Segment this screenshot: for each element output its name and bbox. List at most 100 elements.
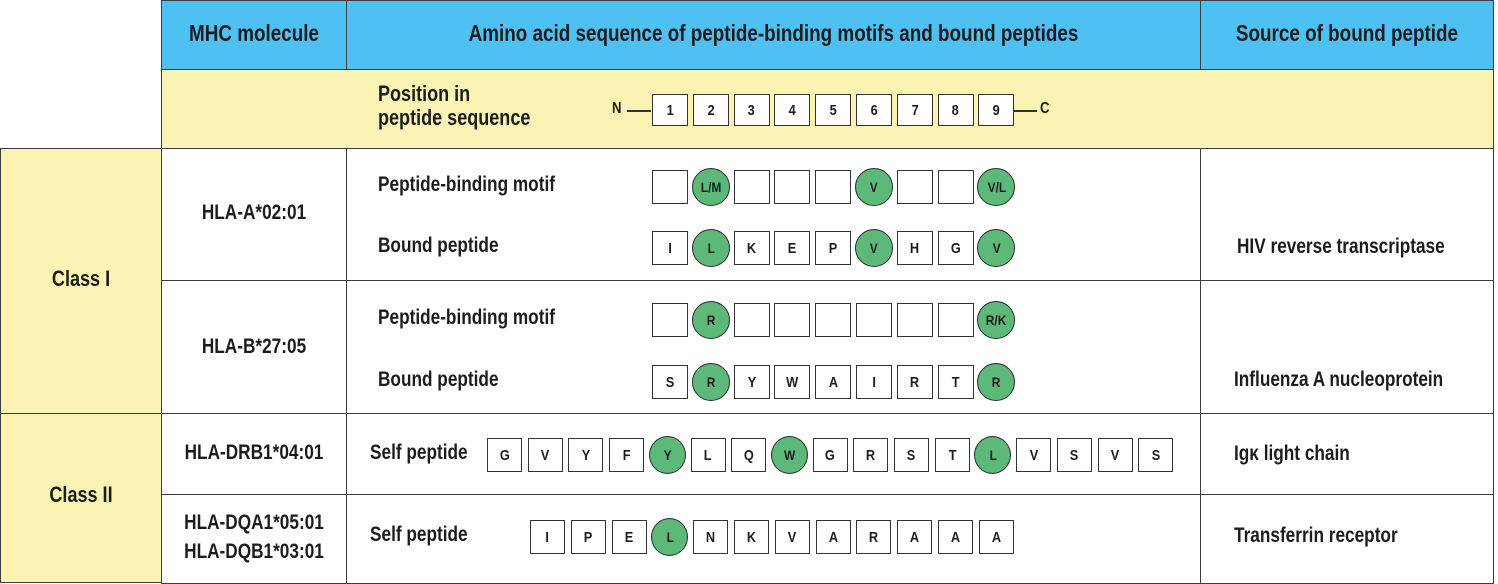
row2-source: Influenza A nucleoprotein [1234,368,1444,391]
n-terminus-label: N [612,100,622,117]
row1-sequence-cell [346,148,1201,281]
row1-bound-residue-7: H [896,231,933,265]
row2-mhc: HLA-B*27:05 [201,335,307,358]
class-i-label: Class I [51,266,111,291]
row4-source: Transferrin receptor [1234,524,1398,547]
row1-bound-anchor-2: L [691,229,730,267]
row3-self-residue-15: S [1056,438,1092,472]
row3-source: Igκ light chain [1234,442,1350,465]
row1-mhc-cell [161,148,347,281]
row1-mhc: HLA-A*02:01 [201,201,307,224]
row4-self-residue-12: A [978,520,1014,554]
row2-motif-residue-6 [856,303,892,337]
class-ii-cell [0,413,162,583]
row4-self-residue-3: E [611,520,647,554]
row2-bound-residue-6: I [856,365,892,399]
row4-self-residue-5: N [693,520,729,554]
row1-bound-residue-3: K [733,231,770,265]
row1-source-cell [1200,148,1494,281]
row4-self-residue-9: R [856,520,892,554]
row4-self-anchor-4: L [651,518,689,556]
row1-motif-residue-7 [896,170,933,204]
class-ii-label: Class II [49,482,113,507]
row1-motif-residue-4 [774,170,811,204]
header-mhc-molecule: MHC molecule [189,20,319,46]
row3-self-residue-4: F [609,438,645,472]
row1-bound-residue-5: P [815,231,852,265]
header-source: Source of bound peptide [1235,20,1459,46]
row4-mhc-line2: HLA-DQB1*03:01 [184,540,324,563]
row1-bound-residue-1: I [652,231,688,265]
position-label-line2: peptide sequence [378,105,531,130]
position-box-7: 7 [896,94,933,126]
class-i-cell [0,148,162,414]
row4-self-label: Self peptide [370,523,468,546]
row1-motif-anchor-9: V/L [977,168,1016,206]
position-box-6: 6 [856,94,892,126]
row2-bound-label: Bound peptide [378,368,499,391]
row2-bound-residue-7: R [896,365,933,399]
row3-self-residue-7: Q [731,438,767,472]
row3-self-residue-3: Y [568,438,604,472]
position-box-4: 4 [774,94,811,126]
header-amino-acid-sequence: Amino acid sequence of peptide-binding m… [468,20,1079,46]
row4-self-residue-1: I [530,520,565,554]
row2-sequence-cell [346,280,1201,414]
row2-bound-residue-3: Y [733,365,770,399]
row2-motif-residue-3 [733,303,770,337]
row2-source-cell [1200,280,1494,414]
row2-bound-anchor-9: R [977,363,1016,401]
row3-self-residue-6: L [690,438,726,472]
row3-self-residue-16: V [1097,438,1133,472]
row3-self-anchor-5: Y [648,436,686,474]
row3-self-residue-2: V [527,438,563,472]
position-box-9: 9 [978,94,1015,126]
row3-self-residue-17: S [1138,438,1174,472]
row3-source-cell [1200,413,1494,495]
row1-motif-residue-1 [652,170,688,204]
row3-mhc: HLA-DRB1*04:01 [184,441,324,464]
c-terminus-line [1013,110,1037,112]
row4-self-residue-10: A [897,520,933,554]
row3-self-residue-1: G [487,438,522,472]
row4-self-residue-11: A [938,520,973,554]
row4-self-residue-7: V [774,520,810,554]
row1-motif-residue-8 [937,170,974,204]
c-terminus-label: C [1040,100,1050,117]
row2-bound-residue-1: S [652,365,688,399]
row2-motif-residue-1 [652,303,688,337]
position-box-5: 5 [815,94,852,126]
row1-motif-residue-3 [733,170,770,204]
row2-mhc-cell [161,280,347,414]
row1-source: HIV reverse transcriptase [1237,235,1445,258]
row2-bound-residue-5: A [815,365,852,399]
row2-motif-anchor-9: R/K [977,301,1016,339]
position-box-3: 3 [733,94,770,126]
row1-bound-residue-8: G [937,231,974,265]
row4-self-residue-8: A [815,520,851,554]
row2-bound-anchor-2: R [691,363,730,401]
position-label-line1: Position in [378,81,471,106]
row2-motif-residue-7 [896,303,933,337]
row4-self-residue-6: K [734,520,769,554]
row1-motif-anchor-6: V [855,168,893,206]
row3-self-anchor-8: W [770,436,808,474]
row2-bound-residue-8: T [937,365,974,399]
row1-bound-anchor-6: V [855,229,893,267]
position-box-2: 2 [692,94,729,126]
row2-motif-residue-8 [937,303,974,337]
header-sequence-cell [346,0,1201,70]
row4-mhc-cell [161,494,347,584]
row3-self-residue-11: S [894,438,929,472]
row3-self-residue-14: V [1016,438,1052,472]
row3-self-label: Self peptide [370,441,468,464]
row1-motif-anchor-2: L/M [691,168,730,206]
row1-motif-residue-5 [815,170,852,204]
n-terminus-line [627,110,651,112]
position-box-8: 8 [937,94,974,126]
row1-motif-label: Peptide-binding motif [378,173,555,196]
row3-self-residue-12: T [934,438,970,472]
row4-mhc-line1: HLA-DQA1*05:01 [184,511,324,534]
row3-self-anchor-13: L [974,436,1012,474]
